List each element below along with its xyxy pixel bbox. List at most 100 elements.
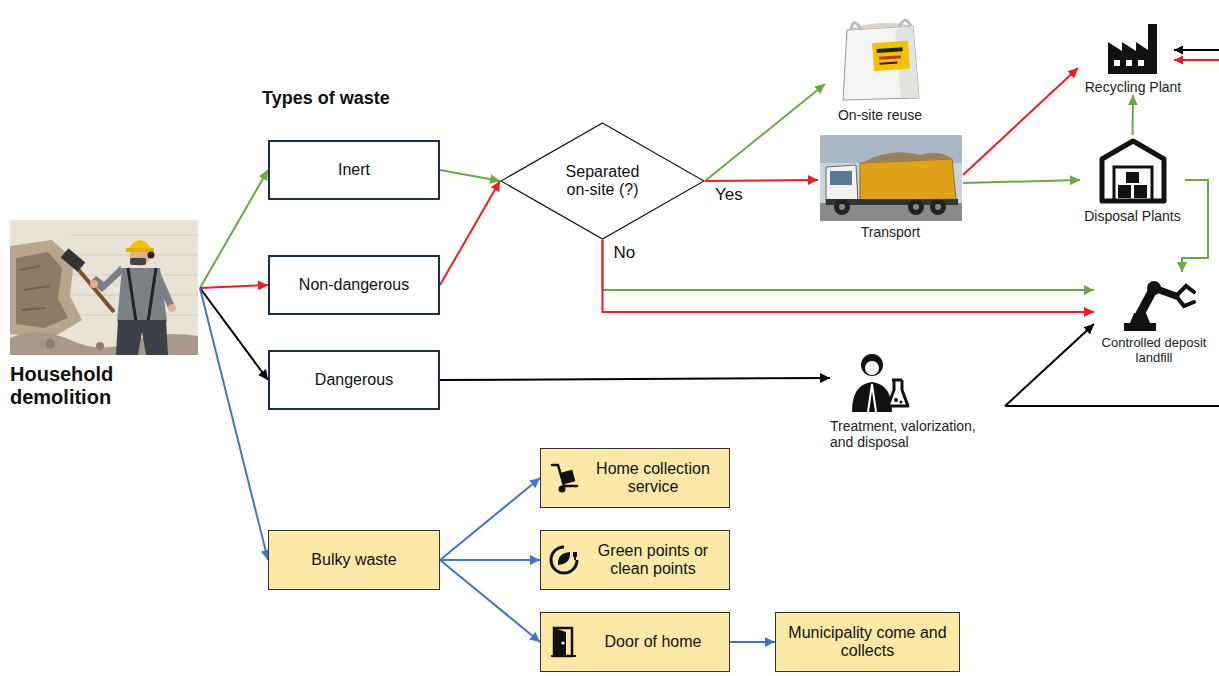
flow-arrow — [440, 478, 540, 560]
truck-picture-part — [930, 199, 946, 215]
demolition-photo-part — [96, 342, 104, 350]
plant-node: Disposal Plants — [1080, 135, 1185, 224]
flow-arrow — [1005, 324, 1094, 406]
demolition-photo-part — [168, 304, 176, 312]
factory-icon-part — [1114, 60, 1120, 66]
truck-picture-part — [860, 159, 956, 201]
diamond-outline — [501, 123, 704, 239]
node-text: Green points or clean points — [585, 542, 721, 578]
big-bag-picture-part — [835, 12, 925, 104]
scientist-icon-part — [868, 384, 876, 412]
truck-picture-part — [908, 199, 924, 215]
scientist-icon-part — [861, 354, 883, 376]
big-bag-picture-part — [876, 47, 902, 53]
offpage-arrow — [1174, 59, 1219, 61]
demolition-photo-part — [156, 272, 174, 308]
node-text: Transport — [818, 224, 963, 240]
node-text: On-site reuse — [825, 107, 935, 123]
demolition-photo-part — [126, 248, 154, 252]
connectors — [200, 68, 1208, 642]
robot-arm-icon — [1110, 272, 1198, 332]
node-text: Household demolition — [10, 363, 200, 409]
robot-arm-icon-part — [1124, 323, 1156, 331]
demolition-photo — [10, 220, 198, 355]
flow-arrow — [1182, 180, 1208, 272]
flow-arrow — [440, 559, 540, 561]
warehouse-icon-part — [1114, 167, 1152, 201]
scientist-icon-part — [852, 382, 892, 412]
demolition-photo-part — [90, 280, 98, 288]
flow-arrow — [963, 68, 1078, 175]
node-text: Inert — [338, 161, 370, 179]
truck-picture-part — [820, 135, 962, 163]
demolition-photo-part — [116, 320, 168, 355]
node-text: Treatment, valorization, and disposal — [830, 418, 990, 450]
decision-diamond: Separated on-site (?) — [500, 122, 705, 240]
door-icon-part — [554, 628, 566, 656]
demolition-photo-part — [61, 248, 86, 271]
flow-arrow — [200, 288, 268, 380]
green-point-icon-part — [573, 552, 577, 560]
option-box: Green points or clean points — [540, 530, 730, 590]
green-point-icon — [548, 544, 580, 576]
scientist-icon-part — [894, 398, 898, 402]
warehouse-icon-part — [1102, 141, 1164, 201]
truck-picture-part — [913, 204, 919, 210]
warehouse-icon-part — [1126, 172, 1139, 183]
flow-arrow — [440, 170, 500, 181]
truck-picture-part — [826, 165, 858, 203]
demolition-photo-part — [20, 266, 50, 310]
offpage-line — [1005, 405, 1219, 407]
factory-icon-part — [1138, 60, 1144, 66]
waste-type-box: Dangerous — [268, 350, 440, 410]
warehouse-icon-part — [1118, 185, 1131, 198]
truck-picture-part — [820, 135, 962, 221]
demolition-photo-part — [45, 339, 55, 349]
edge-label: No — [612, 244, 638, 263]
scientist-icon-part — [888, 380, 908, 406]
transport-node: Transport — [818, 135, 963, 240]
flow-arrow — [603, 240, 1095, 312]
flow-arrow — [705, 180, 818, 181]
node-text: Door of home — [605, 633, 702, 651]
option-box: Municipality come and collects — [775, 612, 960, 672]
truck-picture-part — [830, 171, 852, 185]
flow-arrow — [730, 641, 775, 643]
node-text: Home collection service — [585, 460, 721, 496]
node-text: Dangerous — [315, 371, 393, 389]
flow-arrow — [200, 170, 268, 288]
node-text: Non-dangerous — [299, 276, 409, 294]
truck-picture-part — [862, 152, 952, 163]
bulky-waste-box: Bulky waste — [268, 530, 440, 590]
demolition-photo-part — [10, 332, 198, 355]
demolition-photo-part — [70, 235, 198, 236]
flow-arrow — [705, 84, 825, 181]
hand-truck-icon — [548, 462, 580, 494]
section-heading: Types of waste — [262, 88, 390, 109]
flow-arrow — [200, 288, 268, 560]
waste-type-box: Non-dangerous — [268, 255, 440, 315]
big-bag-picture-part — [872, 41, 910, 71]
scientist-icon-part — [865, 361, 879, 375]
option-box: Home collection service — [540, 448, 730, 508]
waste-type-box: Inert — [268, 140, 440, 200]
green-point-icon-part — [558, 552, 570, 565]
flow-arrow — [440, 181, 500, 285]
demolition-photo-part — [130, 258, 146, 265]
photo-node: Household demolition — [10, 220, 200, 409]
truck-picture-part — [834, 199, 850, 215]
big-bag-picture-part — [843, 26, 919, 100]
flow-arrow — [440, 560, 540, 642]
flow-arrow — [200, 285, 268, 288]
robot-arm-icon-part — [1176, 286, 1194, 306]
treatment-node: Treatment, valorization, and disposal — [830, 350, 1005, 450]
door-icon — [548, 626, 580, 658]
hand-truck-icon-part — [561, 470, 576, 485]
demolition-photo-part — [16, 252, 68, 328]
node-text: Disposal Plants — [1080, 208, 1185, 224]
warehouse-icon-part — [1134, 185, 1147, 198]
landfill-node: Controlled deposit landfill — [1094, 272, 1214, 365]
demolition-photo-part — [148, 252, 155, 259]
warehouse-icon — [1098, 135, 1168, 205]
